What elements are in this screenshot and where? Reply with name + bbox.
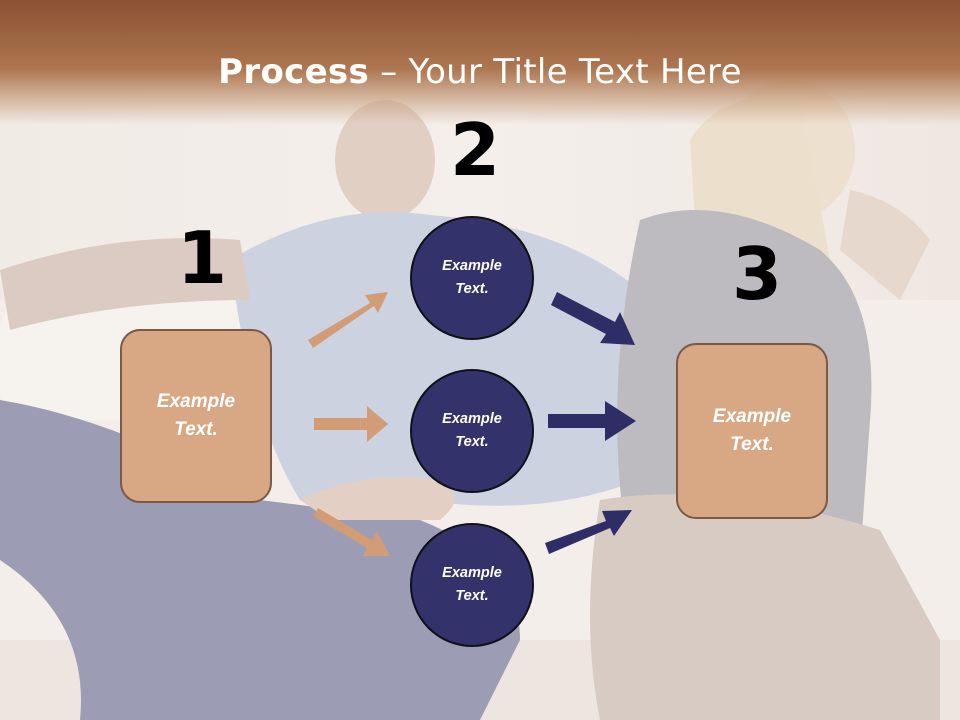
step-number-3: 3 [732,232,783,316]
output-box-text: Example Text. [712,405,792,456]
tan-arrow-right [314,406,388,442]
tan-arrow-up [308,292,388,348]
input-box: Example Text. [120,329,272,503]
step-number-2: 2 [450,108,501,192]
circle-bottom-text: Example Text. [442,564,502,604]
title-bold: Process [218,52,370,92]
output-box: Example Text. [676,343,828,519]
process-circle-middle: Example Text. [410,369,534,493]
navy-arrow-down [551,292,635,345]
process-circle-bottom: Example Text. [410,523,534,647]
title-bar [0,0,960,125]
circle-top-text: Example Text. [442,257,502,297]
circle-middle-text: Example Text. [442,410,502,450]
navy-arrow-right [548,401,636,441]
process-circle-top: Example Text. [410,216,534,340]
slide-title: Process – Your Title Text Here [0,52,960,92]
input-box-text: Example Text. [156,390,236,441]
navy-arrow-up [545,510,632,554]
title-rest: – Your Title Text Here [369,52,742,92]
step-number-1: 1 [177,216,228,300]
tan-arrow-down [313,508,390,556]
